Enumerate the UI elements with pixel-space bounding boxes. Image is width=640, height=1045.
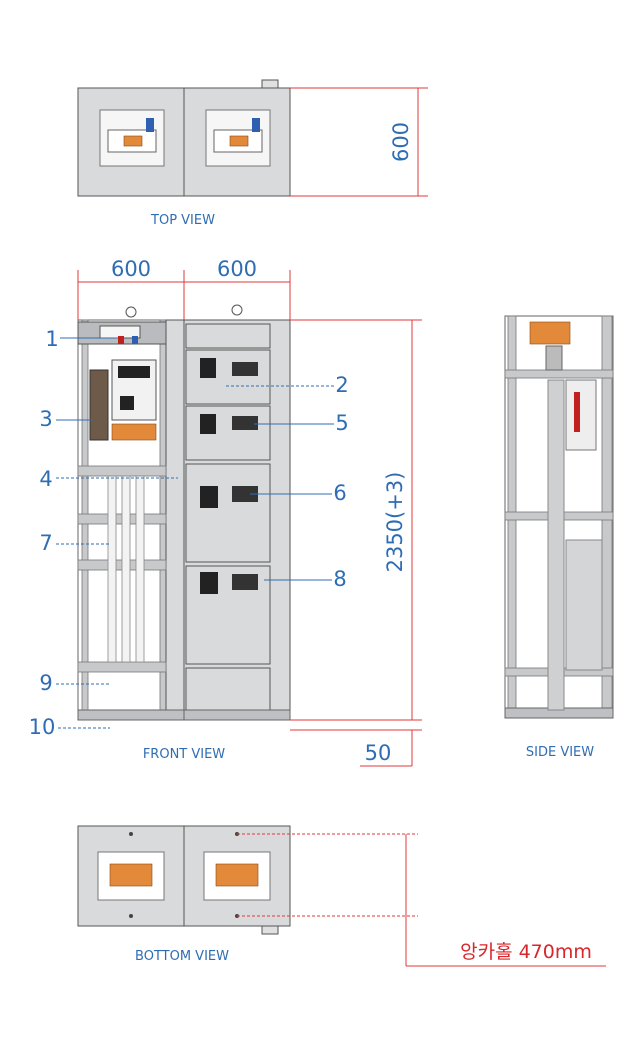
- bottom-left-hole-bottom: [129, 914, 133, 918]
- top-view-left-busbar: [123, 135, 143, 147]
- top-depth-dimension: 600: [389, 122, 413, 162]
- drawer-3: [185, 463, 271, 563]
- front-side-duct: [165, 319, 185, 721]
- base-dimension: 50: [365, 741, 392, 765]
- callout-4: 4: [39, 467, 52, 491]
- breaker-handle: [120, 396, 134, 410]
- breaker-top-terminals: [118, 366, 150, 378]
- top-view-right-terminal: [252, 118, 260, 132]
- bottom-left-hole-top: [129, 832, 133, 836]
- drawer-4-meter: [232, 574, 258, 590]
- side-vertical-bus: [547, 379, 565, 711]
- callout-1: 1: [45, 327, 58, 351]
- bottom-right-busbar: [215, 863, 259, 887]
- callout-8: 8: [333, 567, 346, 591]
- drawer-top-cover: [185, 323, 271, 349]
- side-breaker-unit: [565, 379, 597, 451]
- bottom-view: 앙카홀 470mm BOTTOM VIEW: [77, 825, 606, 967]
- bottom-view-handle: [261, 925, 279, 935]
- bottom-view-label: BOTTOM VIEW: [135, 949, 229, 964]
- callout-10: 10: [29, 715, 56, 739]
- callouts: 1 2 3 5 4 6 7 8 9 10: [29, 327, 349, 739]
- front-crossbar-4: [77, 661, 167, 673]
- side-lower-panel: [565, 539, 603, 671]
- drawer-1: [185, 349, 271, 405]
- side-view-label: SIDE VIEW: [526, 745, 594, 760]
- top-view: 600 TOP VIEW: [77, 79, 428, 228]
- front-view: 600 600: [77, 257, 422, 767]
- top-view-handle: [261, 79, 279, 89]
- bottom-left-busbar: [109, 863, 153, 887]
- callout-9: 9: [39, 671, 52, 695]
- front-width-right-dimension: 600: [217, 257, 257, 281]
- top-view-left-terminal: [146, 118, 154, 132]
- drawer-1-meter: [232, 362, 258, 376]
- side-busbar-orange: [529, 321, 571, 345]
- anchor-hole-dimension: 앙카홀 470mm: [460, 941, 592, 963]
- drawer-4-switch-icon: [200, 572, 218, 594]
- callout-7: 7: [39, 531, 52, 555]
- drawer-2-switch-icon: [200, 414, 216, 434]
- breaker-unit-dark: [89, 369, 109, 441]
- busbar-phase-red: [118, 336, 124, 344]
- right-lifting-eye: [231, 304, 243, 316]
- drawer-2-meter: [232, 416, 258, 430]
- front-crossbar-1: [77, 465, 167, 477]
- vertical-busbar-2: [121, 475, 131, 663]
- vertical-busbar-1: [107, 475, 117, 663]
- side-busbar-riser: [545, 345, 563, 371]
- drawer-5: [185, 667, 271, 713]
- top-view-right-busbar: [229, 135, 249, 147]
- busbar-phase-blue: [132, 336, 138, 344]
- front-right-base: [183, 709, 291, 721]
- front-left-base: [77, 709, 185, 721]
- vertical-busbar-3: [135, 475, 145, 663]
- side-view: SIDE VIEW: [504, 315, 614, 760]
- callout-3: 3: [39, 407, 52, 431]
- side-crossbar-1: [504, 369, 614, 379]
- breaker-output-busbar: [111, 423, 157, 441]
- drawer-3-switch-icon: [200, 486, 218, 508]
- side-breaker-red: [574, 392, 580, 432]
- drawer-1-switch-icon: [200, 358, 216, 378]
- callout-6: 6: [333, 481, 346, 505]
- height-dimension: 2350(+3): [383, 472, 407, 573]
- callout-5: 5: [335, 411, 348, 435]
- top-view-label: TOP VIEW: [150, 213, 215, 228]
- drawer-2: [185, 405, 271, 461]
- front-view-label: FRONT VIEW: [143, 747, 225, 762]
- front-width-left-dimension: 600: [111, 257, 151, 281]
- drawer-3-meter: [232, 486, 258, 502]
- left-lifting-eye: [125, 306, 137, 318]
- callout-2: 2: [335, 373, 348, 397]
